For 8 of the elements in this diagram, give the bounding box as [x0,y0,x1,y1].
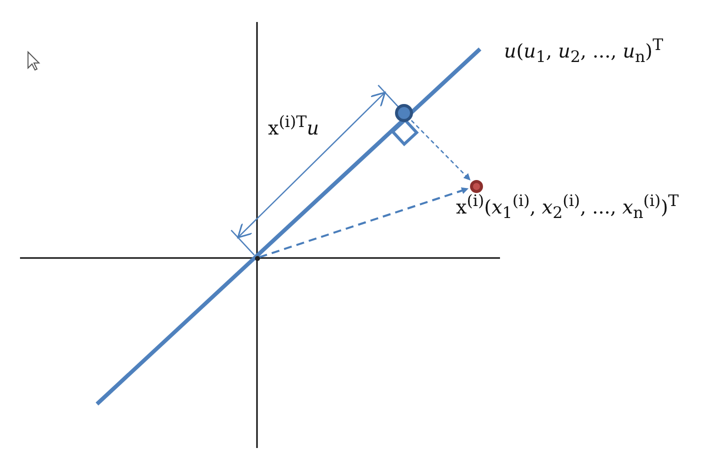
origin-dot [254,256,260,260]
point-label: x$^{(i)}$(x$_{1}$$^{(i)}$, x$_{2}$$^{(i)}$, ..., x$_{n}$$^{(i)}$)$^{T}$ [456,190,679,224]
projection-point [395,104,413,122]
dashed-arrow [410,120,471,180]
data-point [470,180,482,192]
vector-label: u(u$_{1}$, u$_{2}$, ..., u$_{n}$)$^{T}$ [504,34,664,68]
dashed-arrow [259,187,469,258]
dimension-label: x$^{(i)T}$u [268,111,319,142]
